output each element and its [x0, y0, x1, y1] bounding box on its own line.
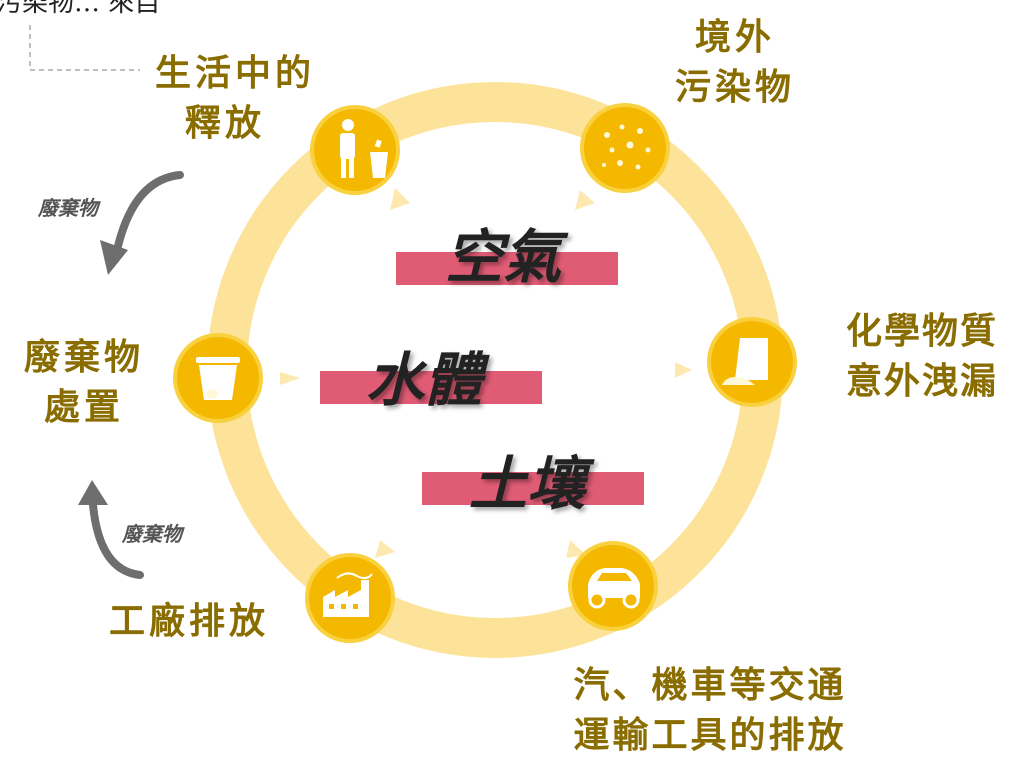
- center-soil: 土壤: [469, 450, 586, 518]
- factory-icon-circle: [305, 553, 395, 643]
- source-traffic: 汽、機車等交通 運輸工具的排放: [573, 664, 847, 756]
- title-bracket: [29, 25, 140, 71]
- waste-disposal-icon-circle: [173, 333, 263, 423]
- center-water: 水體: [366, 346, 483, 414]
- source-daily-life: 生活中的 釋放: [154, 52, 315, 144]
- center-air: 空氣: [445, 223, 562, 291]
- chemical-icon-circle: [707, 317, 797, 407]
- source-factory: 工廠排放: [108, 600, 269, 642]
- daily-life-icon-circle: [310, 105, 400, 195]
- source-waste-disposal: 廢棄物 處置: [23, 336, 144, 428]
- overseas-icon-circle: [580, 103, 670, 193]
- cut-title: 污染物… 來自: [0, 0, 161, 18]
- traffic-icon-circle: [568, 541, 658, 631]
- arrow-label-upper: 廢棄物: [38, 196, 98, 220]
- source-overseas: 境外 污染物: [674, 16, 795, 108]
- arrow-label-lower: 廢棄物: [122, 522, 182, 546]
- source-chemical: 化學物質 意外洩漏: [845, 310, 998, 402]
